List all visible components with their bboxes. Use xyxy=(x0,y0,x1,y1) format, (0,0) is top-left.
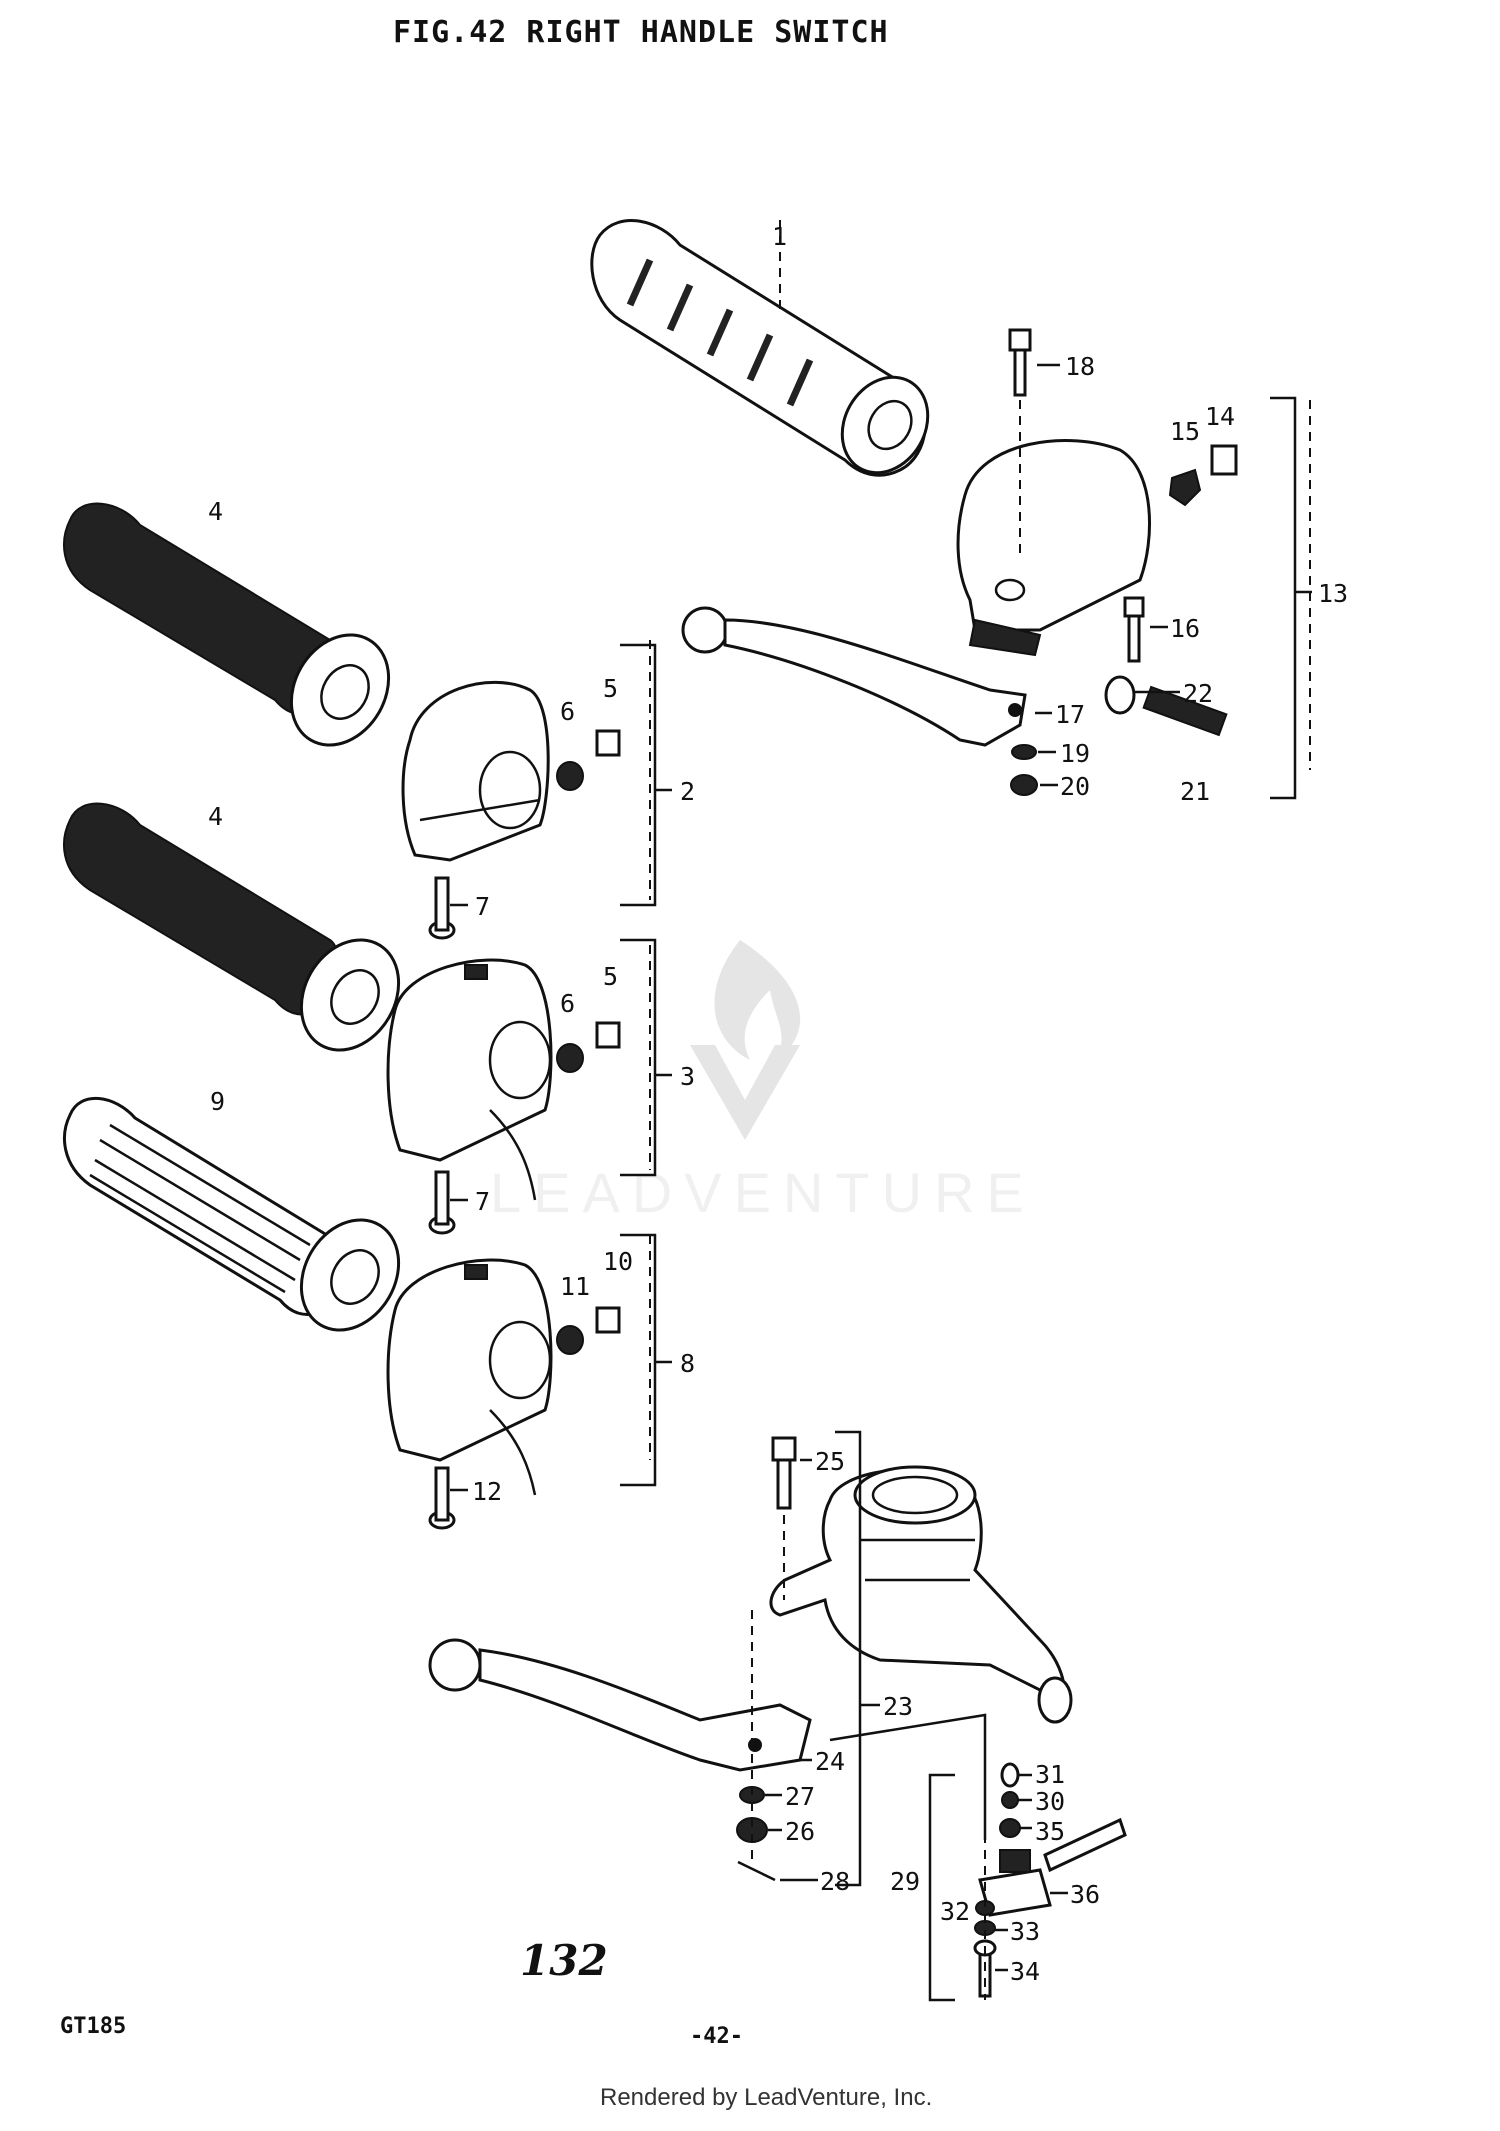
callout-5-upper: 5 xyxy=(603,674,618,703)
screw-7-lower xyxy=(428,1170,456,1235)
watermark-text: LEADVENTURE xyxy=(490,1161,1036,1224)
switch-housing-3 xyxy=(386,958,553,1201)
callout-20: 20 xyxy=(1060,772,1090,801)
callout-7-upper: 7 xyxy=(475,892,490,921)
callout-7-lower: 7 xyxy=(475,1187,490,1216)
callout-11: 11 xyxy=(560,1272,590,1301)
bracket-8 xyxy=(620,1233,657,1487)
nut-15 xyxy=(1168,468,1202,507)
callout-31: 31 xyxy=(1035,1760,1065,1789)
callout-4-upper: 4 xyxy=(208,497,223,526)
washer-35 xyxy=(999,1818,1021,1838)
callout-27: 27 xyxy=(785,1782,815,1811)
callout-8: 8 xyxy=(680,1349,695,1378)
lever-holder-13 xyxy=(956,439,1152,657)
callout-18: 18 xyxy=(1065,352,1095,381)
callout-6-upper: 6 xyxy=(560,697,575,726)
nut-6-upper xyxy=(556,761,584,791)
screw-12 xyxy=(428,1466,456,1530)
model-code: GT185 xyxy=(60,2014,126,2039)
leader-lines xyxy=(450,363,1312,1972)
callout-labels: 1 2 3 4 4 5 5 6 6 7 7 8 9 10 11 12 13 14… xyxy=(208,222,1348,1986)
leadventure-watermark: LEADVENTURE xyxy=(490,940,1036,1224)
grip-4-lower xyxy=(63,802,401,1052)
callout-33: 33 xyxy=(1010,1917,1040,1946)
switch-housing-2 xyxy=(401,680,550,862)
callout-6-lower: 6 xyxy=(560,989,575,1018)
callout-23: 23 xyxy=(883,1692,913,1721)
screw-7-upper xyxy=(428,876,456,940)
callout-24: 24 xyxy=(815,1747,845,1776)
grip-4-upper xyxy=(63,502,391,747)
grip-9 xyxy=(63,1097,401,1332)
pin-28 xyxy=(737,1860,776,1882)
nut-5-lower xyxy=(595,1021,621,1049)
callout-12: 12 xyxy=(472,1477,502,1506)
master-cylinder-25 xyxy=(769,1465,1073,1724)
page-number: 132 xyxy=(520,1936,608,1985)
callout-35: 35 xyxy=(1035,1817,1065,1846)
callout-22: 22 xyxy=(1183,679,1213,708)
washer-19 xyxy=(1011,744,1037,760)
callout-10: 10 xyxy=(603,1247,633,1276)
nut-5-upper xyxy=(595,729,621,757)
callout-36: 36 xyxy=(1070,1880,1100,1909)
figure-title: FIG.42 RIGHT HANDLE SWITCH xyxy=(393,15,889,50)
nut-11 xyxy=(556,1325,584,1355)
nut-10 xyxy=(595,1306,621,1334)
bolt-18 xyxy=(1008,328,1032,397)
footer-credit: Rendered by LeadVenture, Inc. xyxy=(600,2084,932,2111)
sheet-number: -42- xyxy=(690,2024,743,2049)
callout-25: 25 xyxy=(815,1447,845,1476)
callout-14: 14 xyxy=(1205,402,1235,431)
screw-31 xyxy=(1000,1762,1020,1788)
switch-housing-8 xyxy=(386,1258,553,1496)
callout-4-lower: 4 xyxy=(208,802,223,831)
callout-19: 19 xyxy=(1060,739,1090,768)
bracket-2 xyxy=(620,643,657,907)
bracket-13 xyxy=(1270,396,1297,800)
callout-28: 28 xyxy=(820,1867,850,1896)
callout-3: 3 xyxy=(680,1062,695,1091)
bolt-16 xyxy=(1123,596,1145,663)
bolt-25 xyxy=(771,1436,797,1510)
callout-2: 2 xyxy=(680,777,695,806)
brake-lever-17 xyxy=(681,606,1027,747)
bracket-24-link xyxy=(829,1713,987,1840)
bracket-23 xyxy=(835,1430,862,1887)
bracket-3 xyxy=(620,938,657,1177)
nut-6-lower xyxy=(556,1043,584,1073)
callout-5-lower: 5 xyxy=(603,962,618,991)
bracket-29 xyxy=(928,1773,955,2002)
callout-13: 13 xyxy=(1318,579,1348,608)
screw-34 xyxy=(973,1939,997,1998)
callout-21: 21 xyxy=(1180,777,1210,806)
stop-switch-36 xyxy=(978,1817,1127,1917)
screw-30 xyxy=(1001,1791,1019,1809)
pivot-bolt-21 xyxy=(1104,675,1228,737)
callout-17: 17 xyxy=(1055,700,1085,729)
callout-30: 30 xyxy=(1035,1787,1065,1816)
callout-32: 32 xyxy=(940,1897,970,1926)
callout-34: 34 xyxy=(1010,1957,1040,1986)
callout-1: 1 xyxy=(772,222,787,251)
callout-15: 15 xyxy=(1170,417,1200,446)
callout-29: 29 xyxy=(890,1867,920,1896)
nut-14 xyxy=(1210,444,1238,476)
nut-20 xyxy=(1010,774,1038,796)
callout-26: 26 xyxy=(785,1817,815,1846)
grip-1 xyxy=(590,219,930,477)
callout-9: 9 xyxy=(210,1087,225,1116)
callout-16: 16 xyxy=(1170,614,1200,643)
